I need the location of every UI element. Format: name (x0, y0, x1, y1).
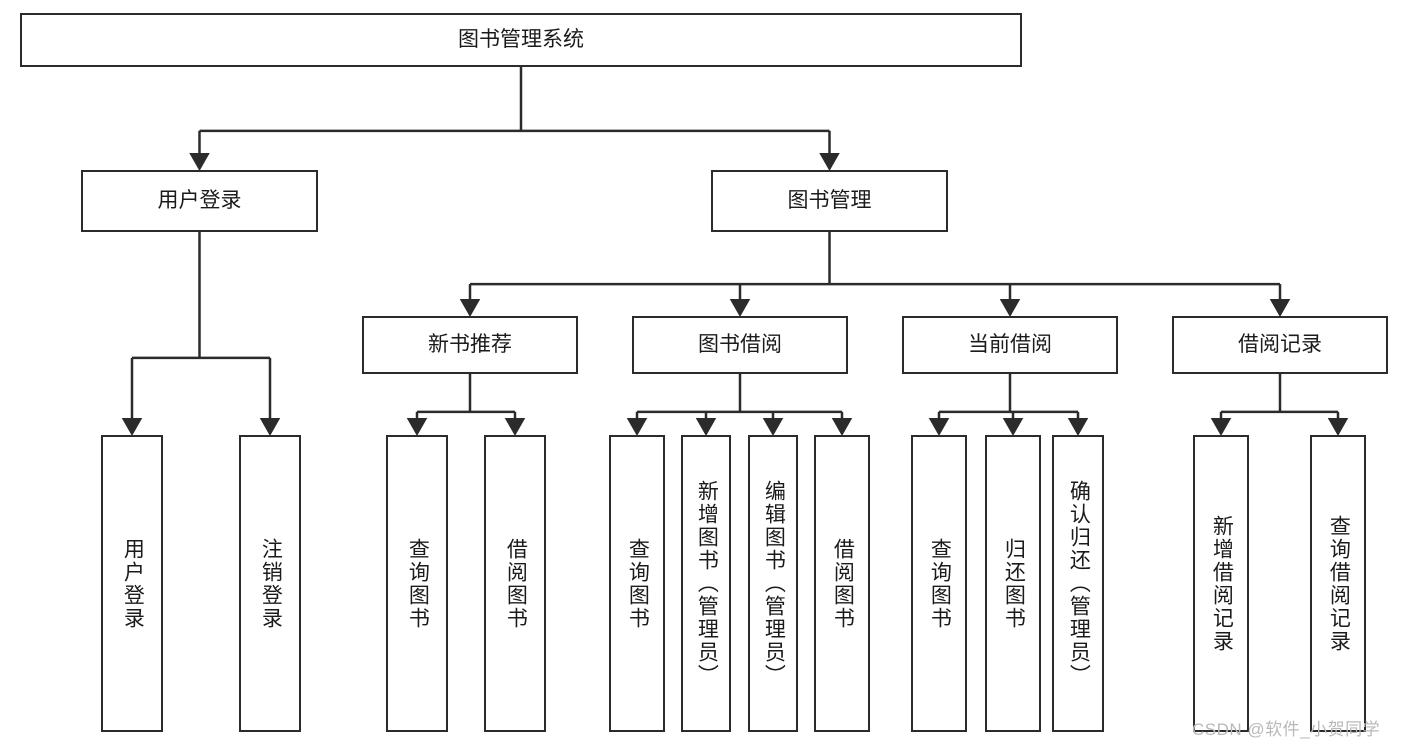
node-b_edit[interactable]: 编辑图书（管理员） (748, 435, 798, 732)
node-b_query[interactable]: 查询图书 (609, 435, 665, 732)
node-label: 查询图书 (928, 537, 952, 630)
node-label: 借阅图书 (831, 537, 855, 630)
node-c_query[interactable]: 查询图书 (911, 435, 967, 732)
node-r_query[interactable]: 查询借阅记录 (1310, 435, 1366, 732)
node-bookmgmt[interactable]: 图书管理 (711, 170, 948, 232)
node-label: 编辑图书（管理员） (762, 480, 786, 687)
node-b_add[interactable]: 新增图书（管理员） (681, 435, 731, 732)
node-label: 借阅图书 (504, 537, 528, 630)
node-n_borrow[interactable]: 借阅图书 (484, 435, 546, 732)
node-n_query[interactable]: 查询图书 (386, 435, 448, 732)
node-label: 查询借阅记录 (1327, 514, 1351, 653)
node-records[interactable]: 借阅记录 (1172, 316, 1388, 374)
node-c_confirm[interactable]: 确认归还（管理员） (1052, 435, 1104, 732)
node-label: 确认归还（管理员） (1067, 480, 1091, 687)
node-label: 注销登录 (259, 537, 283, 630)
node-l_logout[interactable]: 注销登录 (239, 435, 301, 732)
node-label: 新增借阅记录 (1210, 514, 1234, 653)
csdn-watermark: CSDN @软件_小贺同学 (1192, 720, 1381, 739)
node-label: 图书管理系统 (458, 27, 584, 51)
node-r_add[interactable]: 新增借阅记录 (1193, 435, 1249, 732)
node-newbook[interactable]: 新书推荐 (362, 316, 578, 374)
node-b_take[interactable]: 借阅图书 (814, 435, 870, 732)
node-label: 用户登录 (121, 537, 145, 630)
node-root[interactable]: 图书管理系统 (20, 13, 1022, 67)
node-label: 用户登录 (157, 188, 242, 212)
node-login[interactable]: 用户登录 (81, 170, 318, 232)
node-label: 借阅记录 (1238, 332, 1322, 356)
node-label: 图书借阅 (698, 332, 782, 356)
node-label: 查询图书 (626, 537, 650, 630)
node-label: 新增图书（管理员） (695, 480, 719, 687)
node-borrow[interactable]: 图书借阅 (632, 316, 848, 374)
node-current[interactable]: 当前借阅 (902, 316, 1118, 374)
node-label: 当前借阅 (968, 332, 1052, 356)
node-c_return[interactable]: 归还图书 (985, 435, 1041, 732)
node-label: 新书推荐 (428, 332, 512, 356)
node-l_login[interactable]: 用户登录 (101, 435, 163, 732)
node-label: 图书管理 (787, 188, 872, 212)
node-label: 归还图书 (1002, 537, 1026, 630)
node-label: 查询图书 (406, 537, 430, 630)
